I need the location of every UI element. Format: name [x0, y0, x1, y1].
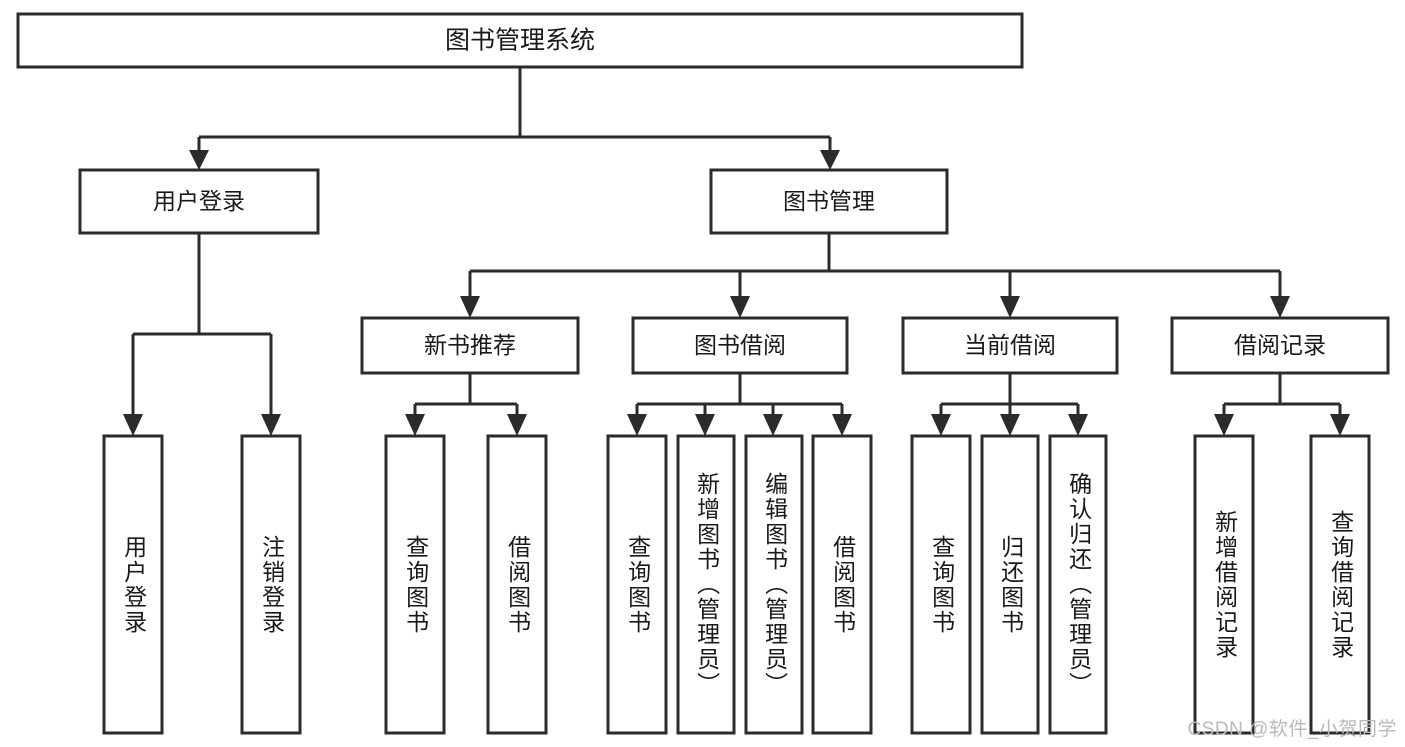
- arrow-icon-to-new-book-recommend: [460, 296, 480, 318]
- leaf-bb-add-book-box[interactable]: [676, 434, 736, 735]
- node-book-manage[interactable]: 图书管理: [709, 168, 949, 235]
- node-new-book-recommend[interactable]: 新书推荐: [360, 316, 580, 375]
- leaf-nbr-borrow-book-box[interactable]: [486, 434, 548, 735]
- node-book-borrow-box[interactable]: [631, 316, 849, 375]
- csdn-watermark: CSDN @软件_小贺同学: [1187, 719, 1397, 740]
- arrow-icon-to-book-manage: [820, 150, 840, 170]
- node-borrow-records-label: 借阅记录: [1234, 332, 1326, 358]
- arrow-icon-bb-leaf4: [832, 414, 852, 436]
- node-borrow-records[interactable]: 借阅记录: [1170, 316, 1390, 375]
- leaf-cb-query-book-box[interactable]: [910, 434, 972, 735]
- leaf-user-login-box[interactable]: [102, 434, 164, 735]
- node-new-book-recommend-label: 新书推荐: [424, 332, 516, 358]
- arrow-icon-user-login-leaf1: [123, 414, 143, 436]
- node-user-login-label: 用户登录: [153, 188, 245, 214]
- node-new-book-recommend-box[interactable]: [360, 316, 580, 375]
- arrow-icon-to-current-borrow: [1000, 296, 1020, 318]
- arrow-icon-bb-leaf1: [627, 414, 647, 436]
- leaf-br-add-record-box[interactable]: [1193, 434, 1255, 735]
- leaf-cb-return-book-box[interactable]: [980, 434, 1040, 735]
- arrow-icon-to-book-borrow: [730, 296, 750, 318]
- leaf-br-query-record-box[interactable]: [1309, 434, 1371, 735]
- node-book-manage-label: 图书管理: [783, 188, 875, 214]
- node-book-borrow[interactable]: 图书借阅: [631, 316, 849, 375]
- leaf-nbr-query-book-box[interactable]: [384, 434, 446, 735]
- arrow-icon-cb-leaf1: [931, 414, 951, 436]
- node-root-system[interactable]: 图书管理系统: [16, 12, 1024, 69]
- arrow-icon-user-login-leaf2: [261, 414, 281, 436]
- node-book-manage-box[interactable]: [709, 168, 949, 235]
- arrow-icon-to-borrow-records: [1270, 296, 1290, 318]
- arrow-icon-bb-leaf2: [695, 414, 715, 436]
- arrow-icon-br-leaf2: [1330, 414, 1350, 436]
- node-root-system-box[interactable]: [16, 12, 1024, 69]
- leaf-bb-query-book-box[interactable]: [606, 434, 668, 735]
- arrow-icon-bb-leaf3: [763, 414, 783, 436]
- arrow-icon-nbr-leaf2: [507, 414, 527, 436]
- node-borrow-records-box[interactable]: [1170, 316, 1390, 375]
- arrow-icon-cb-leaf2: [1000, 414, 1020, 436]
- node-user-login[interactable]: 用户登录: [78, 168, 320, 235]
- arrow-icon-br-leaf1: [1214, 414, 1234, 436]
- node-book-borrow-label: 图书借阅: [694, 332, 786, 358]
- node-current-borrow-label: 当前借阅: [964, 332, 1056, 358]
- leaf-bb-edit-book-box[interactable]: [744, 434, 804, 735]
- arrow-icon-nbr-leaf1: [405, 414, 425, 436]
- node-current-borrow[interactable]: 当前借阅: [901, 316, 1119, 375]
- node-current-borrow-box[interactable]: [901, 316, 1119, 375]
- leaf-logout-box[interactable]: [240, 434, 302, 735]
- arrow-icon-cb-leaf3: [1068, 414, 1088, 436]
- node-root-system-label: 图书管理系统: [445, 27, 595, 55]
- arrow-icon-to-user-login: [189, 150, 209, 170]
- leaf-cb-confirm-return-box[interactable]: [1048, 434, 1108, 735]
- leaf-bb-borrow-book-box[interactable]: [811, 434, 873, 735]
